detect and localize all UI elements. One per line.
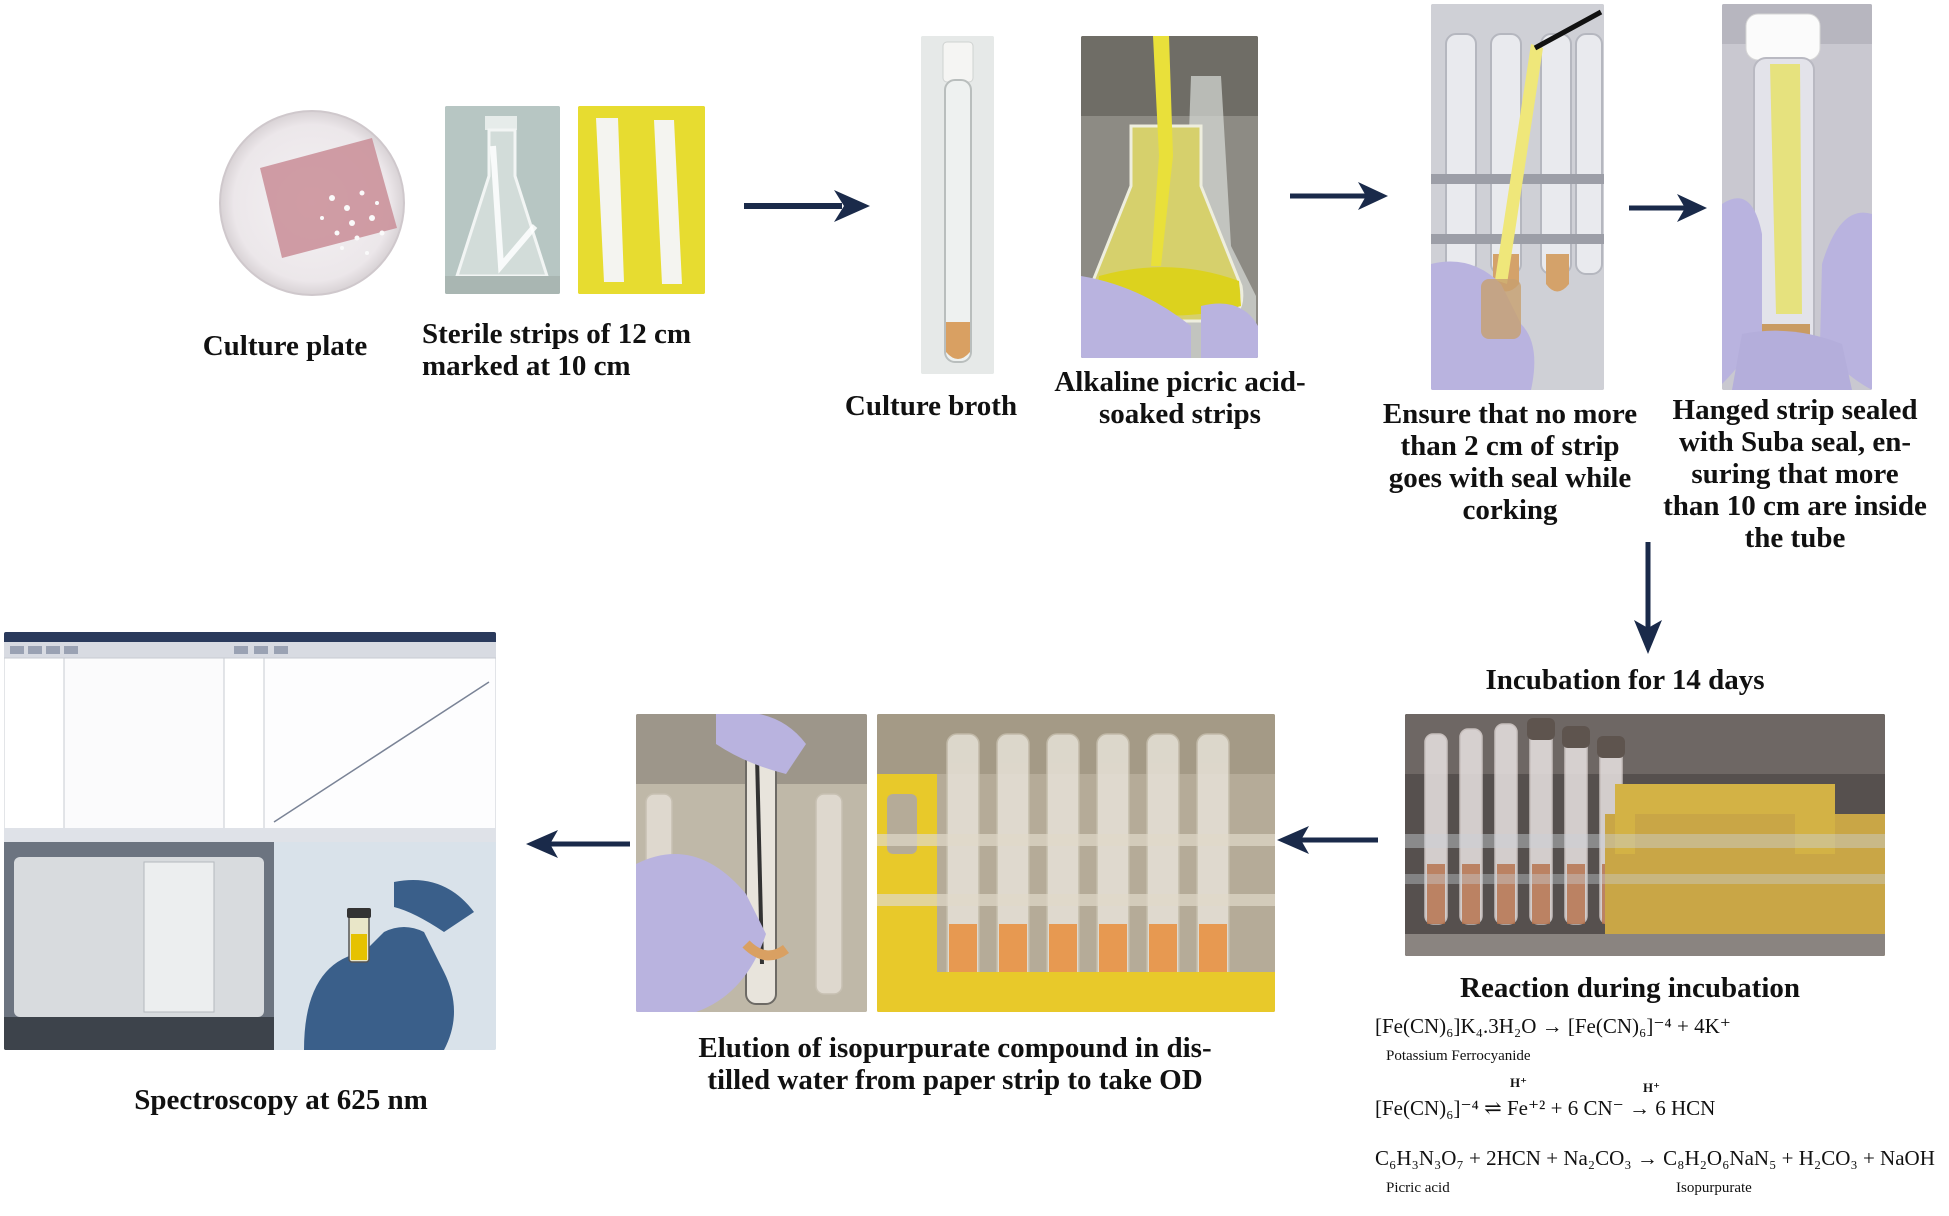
arrow-left-1: [1275, 820, 1380, 860]
corking-caption-line4: corking: [1462, 494, 1558, 526]
corking-caption-line2: than 2 cm of strip: [1400, 430, 1620, 462]
incubation-caption: Incubation for 14 days: [1485, 664, 1765, 696]
sterile-flask-photo: [445, 106, 560, 294]
sterile-strips-caption-line2: marked at 10 cm: [422, 350, 631, 382]
equation-2-catalyst-1: H⁺: [1510, 1075, 1527, 1090]
equation-3: C₆H₃N₃O₇ + 2HCN + Na₂CO₃ → C₈H₂O₆NaN₅ + …: [1375, 1146, 1935, 1170]
incubation-photo: [1405, 714, 1885, 956]
elution-caption-line1: Elution of isopurpurate compound in dis-: [698, 1032, 1212, 1064]
equation-3-label-picric: Picric acid: [1386, 1180, 1450, 1196]
alkaline-caption-line1: Alkaline picric acid-: [1054, 366, 1306, 398]
arrow-right-1: [742, 186, 872, 226]
hanged-caption-line2: with Suba seal, en-: [1678, 426, 1912, 458]
alkaline-caption-line2: soaked strips: [1099, 398, 1261, 430]
arrow-left-2: [524, 824, 632, 864]
corking-caption: Ensure that no more than 2 cm of strip g…: [1360, 398, 1660, 526]
arrow-down: [1628, 540, 1668, 656]
equation-2: [Fe(CN)₆]⁻⁴ ⇌ Fe⁺² + 6 CN⁻ → 6 HCN: [1375, 1096, 1716, 1120]
hanged-strip-caption: Hanged strip sealed with Suba seal, en- …: [1645, 394, 1945, 554]
culture-broth-caption: Culture broth: [844, 390, 1018, 422]
arrow-right-3: [1627, 188, 1709, 228]
equation-3-label-isopurpurate: Isopurpurate: [1676, 1180, 1752, 1196]
corking-photo: [1431, 4, 1604, 390]
culture-broth-photo: [921, 36, 994, 374]
sterile-strips-photo: [578, 106, 705, 294]
hanged-strip-photo: [1722, 4, 1872, 390]
alkaline-strips-photo: [1081, 36, 1258, 358]
sterile-strips-caption: Sterile strips of 12 cm marked at 10 cm: [422, 318, 722, 382]
hanged-caption-line1: Hanged strip sealed: [1672, 394, 1918, 426]
equation-1: [Fe(CN)₆]K₄.3H₂O → [Fe(CN)₆]⁻⁴ + 4K⁺: [1375, 1014, 1731, 1038]
hanged-caption-line5: the tube: [1744, 522, 1846, 554]
elution-caption-line2: tilled water from paper strip to take OD: [707, 1064, 1203, 1096]
reaction-caption: Reaction during incubation: [1460, 972, 1800, 1004]
spectroscopy-photo: [4, 632, 496, 1050]
sterile-strips-caption-line1: Sterile strips of 12 cm: [422, 318, 691, 350]
corking-caption-line3: goes with seal while: [1388, 462, 1632, 494]
culture-plate-photo: [212, 108, 412, 298]
equation-2-catalyst-2: H⁺: [1643, 1080, 1660, 1095]
corking-caption-line1: Ensure that no more: [1382, 398, 1638, 430]
hanged-caption-line3: suring that more: [1691, 458, 1899, 490]
elution-rack-photo: [877, 714, 1275, 1012]
hanged-caption-line4: than 10 cm are inside: [1663, 490, 1927, 522]
alkaline-strips-caption: Alkaline picric acid- soaked strips: [1040, 366, 1320, 430]
elution-hand-photo: [636, 714, 867, 1012]
equation-1-label: Potassium Ferrocyanide: [1386, 1048, 1531, 1064]
culture-plate-caption: Culture plate: [202, 330, 368, 362]
spectroscopy-caption: Spectroscopy at 625 nm: [134, 1084, 428, 1116]
elution-caption: Elution of isopurpurate compound in dis-…: [630, 1032, 1280, 1096]
arrow-right-2: [1288, 176, 1390, 216]
